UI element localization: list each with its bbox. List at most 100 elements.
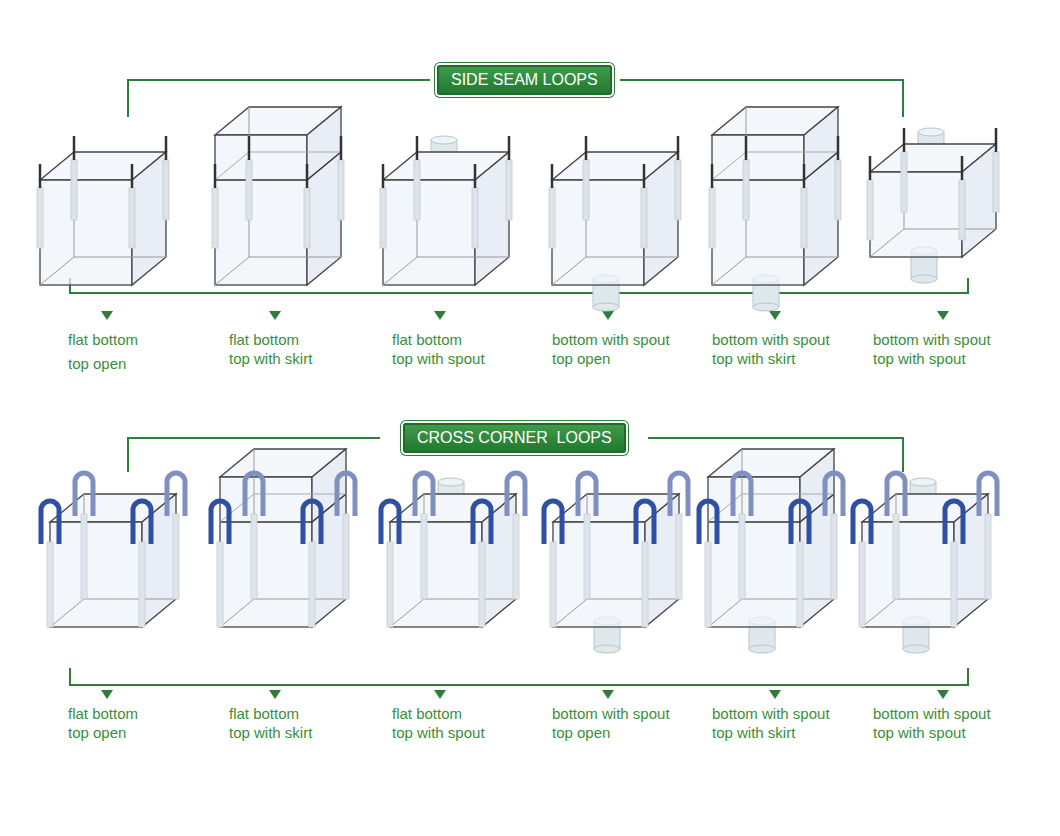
- side-seam-loop: [961, 156, 964, 180]
- side-seam-loop: [993, 152, 999, 212]
- cross-corner-loop: [381, 501, 399, 544]
- corner-loop-strap: [309, 542, 315, 627]
- cross-corner-loop: [245, 473, 263, 516]
- cross-corner-loop: [41, 501, 59, 544]
- corner-loop-strap: [859, 542, 865, 627]
- bag-stroke: [742, 449, 834, 599]
- pointer-triangle: [434, 311, 446, 320]
- side-seam-loop: [903, 128, 906, 152]
- side-seam-loop: [248, 136, 251, 160]
- bag-type-label: flat bottom: [392, 705, 462, 722]
- corner-loop-strap: [343, 514, 349, 599]
- pointer-triangle: [937, 311, 949, 320]
- bag-stroke: [644, 152, 678, 285]
- cross-corner-loop: [303, 501, 321, 544]
- cross-corner-loop: [636, 501, 654, 544]
- bulk-bag: [212, 107, 344, 285]
- bag-type-label: flat bottom: [392, 331, 462, 348]
- side-seam-loop: [745, 136, 748, 160]
- side-seam-loop: [165, 136, 168, 160]
- cross-corner-loop: [670, 473, 688, 516]
- side-seam-loop: [73, 136, 76, 160]
- cross-corner-loop: [699, 501, 717, 544]
- header-text: SIDE SEAM LOOPS: [451, 71, 598, 88]
- bag-stroke: [862, 599, 896, 627]
- corner-loop-strap: [584, 514, 590, 599]
- bag-stroke: [712, 152, 838, 180]
- side-seam-loop: [304, 188, 310, 248]
- cross-corner-loop: [979, 473, 997, 516]
- side-seam-loop: [585, 136, 588, 160]
- side-seam-loop: [641, 188, 647, 248]
- corner-loop-strap: [421, 514, 427, 599]
- bag-stroke: [954, 494, 988, 627]
- bulk-bag: [853, 473, 997, 653]
- cross-corner-loop: [337, 473, 355, 516]
- bag-stroke: [904, 144, 996, 229]
- corner-loop-strap: [139, 542, 145, 627]
- bag-stroke: [553, 599, 587, 627]
- bulk-bag: [41, 473, 185, 627]
- bag-stroke: [552, 180, 644, 285]
- corner-loop-strap: [550, 542, 556, 627]
- bag-stroke: [804, 107, 838, 285]
- cross-corner-loop: [133, 501, 151, 544]
- bag-stroke: [552, 257, 586, 285]
- side-seam-loop: [677, 136, 680, 160]
- spout: [594, 645, 620, 653]
- bag-type-label: top with skirt: [229, 724, 312, 741]
- bag-type-label: top open: [552, 350, 610, 367]
- cross-corner-loop: [791, 501, 809, 544]
- bag-type-label: top open: [552, 724, 610, 741]
- side-seam-loop: [867, 180, 873, 240]
- cross-corner-loop: [945, 501, 963, 544]
- pointer-triangle: [602, 690, 614, 699]
- bag-stroke: [862, 522, 954, 627]
- spout: [431, 136, 457, 144]
- bag-stroke: [482, 494, 516, 627]
- bag-stroke: [553, 522, 645, 627]
- pointer-triangle: [769, 690, 781, 699]
- bag-stroke: [383, 257, 417, 285]
- side-seam-loop: [551, 164, 554, 188]
- side-seam-loop: [129, 188, 135, 248]
- bag-stroke: [708, 494, 834, 522]
- bag-stroke: [390, 522, 482, 627]
- side-seam-loop: [549, 188, 555, 248]
- side-seam-loop: [39, 164, 42, 188]
- spout: [749, 645, 775, 653]
- bag-type-label: top with spout: [873, 350, 966, 367]
- cross-corner-loop: [473, 501, 491, 544]
- side-seam-loop: [803, 164, 806, 188]
- bag-type-label: bottom with spout: [712, 705, 830, 722]
- spout: [903, 645, 929, 653]
- cross-corner-loop: [825, 473, 843, 516]
- side-seam-loop: [338, 160, 344, 220]
- pointer-triangle: [269, 690, 281, 699]
- bag-stroke: [220, 599, 254, 627]
- bag-type-label: top with skirt: [229, 350, 312, 367]
- bag-type-label: bottom with spout: [873, 705, 991, 722]
- bag-type-label: bottom with spout: [552, 705, 670, 722]
- section-header: SIDE SEAM LOOPS: [437, 65, 612, 95]
- bag-stroke: [586, 152, 678, 257]
- pointer-triangle: [269, 311, 281, 320]
- bag-stroke: [587, 494, 679, 599]
- bulk-bag: [37, 136, 169, 285]
- side-seam-loop: [675, 160, 681, 220]
- side-seam-loop: [212, 188, 218, 248]
- cross-corner-loop: [887, 473, 905, 516]
- bag-type-label: flat bottom: [68, 705, 138, 722]
- bag-stroke: [708, 494, 834, 522]
- bag-stroke: [40, 180, 132, 285]
- bag-stroke: [215, 152, 341, 180]
- spout: [911, 275, 937, 283]
- cross-corner-loop: [578, 473, 596, 516]
- corner-loop-strap: [513, 514, 519, 599]
- cross-corner-loop: [853, 501, 871, 544]
- cross-corner-loop: [733, 473, 751, 516]
- bag-stroke: [40, 257, 74, 285]
- bag-stroke: [50, 599, 84, 627]
- bag-stroke: [215, 135, 307, 285]
- corner-loop-strap: [739, 514, 745, 599]
